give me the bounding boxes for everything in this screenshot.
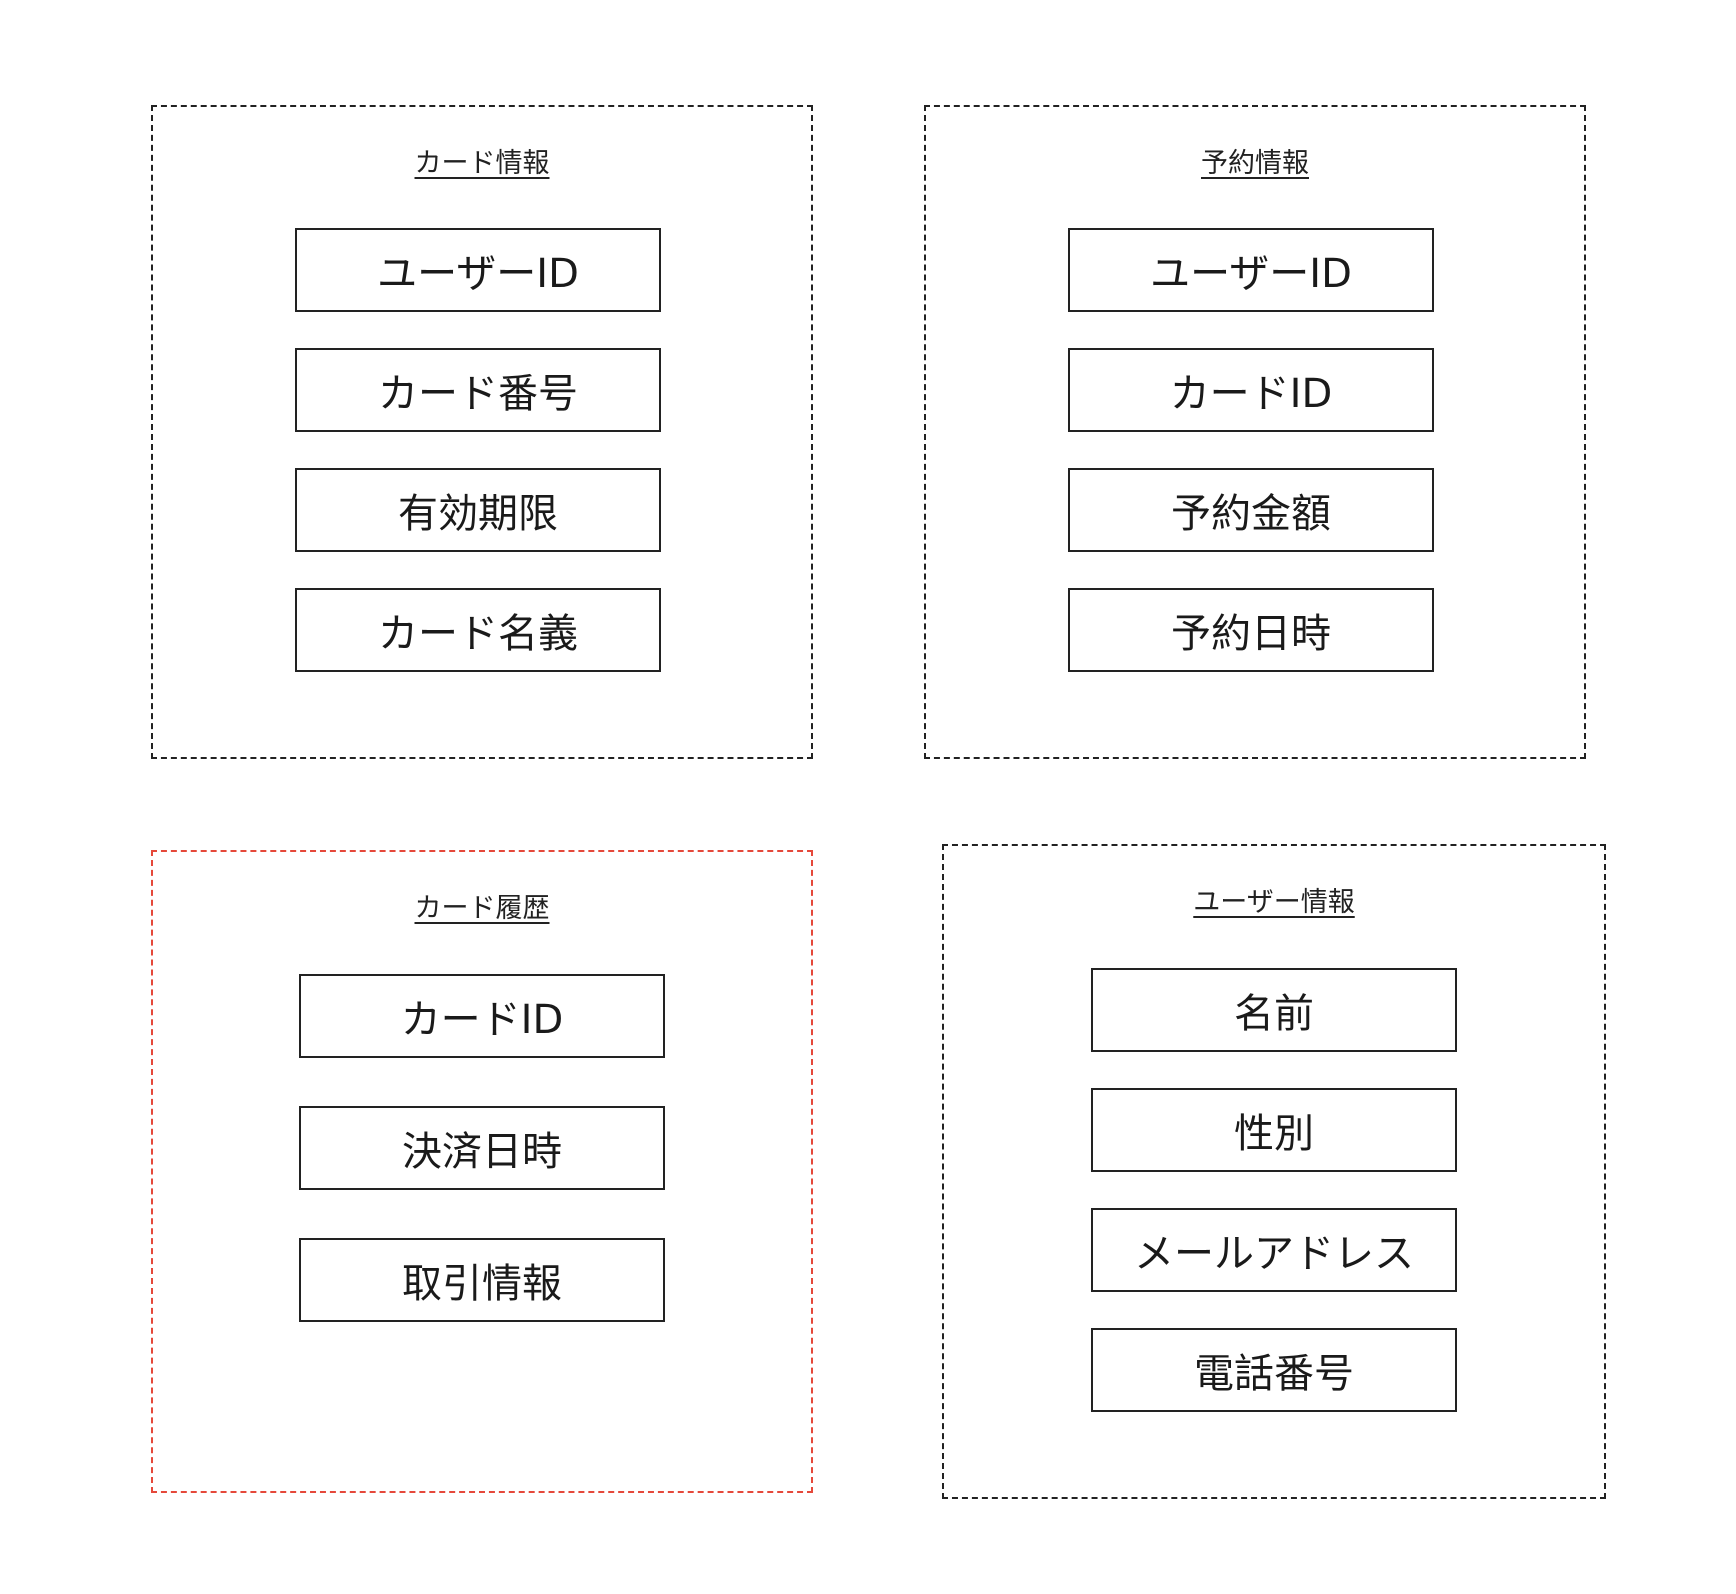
card-history-field-transaction-info: 取引情報 [299, 1238, 665, 1322]
reservation-info-field-amount: 予約金額 [1068, 468, 1434, 552]
user-info-field-name: 名前 [1091, 968, 1457, 1052]
user-info-field-gender: 性別 [1091, 1088, 1457, 1172]
reservation-info-group: 予約情報 ユーザーID カードID 予約金額 予約日時 [924, 105, 1586, 759]
card-history-title: カード履歴 [414, 893, 550, 924]
card-info-field-user-id: ユーザーID [295, 228, 661, 312]
card-info-group: カード情報 ユーザーID カード番号 有効期限 カード名義 [151, 105, 813, 759]
reservation-info-title: 予約情報 [1201, 148, 1309, 179]
reservation-info-field-card-id: カードID [1068, 348, 1434, 432]
card-history-field-card-id: カードID [299, 974, 665, 1058]
card-info-field-holder-name: カード名義 [295, 588, 661, 672]
card-info-title: カード情報 [414, 148, 550, 179]
user-info-field-email: メールアドレス [1091, 1208, 1457, 1292]
card-info-field-card-number: カード番号 [295, 348, 661, 432]
card-history-group: カード履歴 カードID 決済日時 取引情報 [151, 850, 813, 1493]
reservation-info-field-user-id: ユーザーID [1068, 228, 1434, 312]
user-info-group: ユーザー情報 名前 性別 メールアドレス 電話番号 [942, 844, 1606, 1499]
card-info-field-expiry: 有効期限 [295, 468, 661, 552]
user-info-title: ユーザー情報 [1193, 887, 1355, 918]
user-info-field-phone: 電話番号 [1091, 1328, 1457, 1412]
reservation-info-field-datetime: 予約日時 [1068, 588, 1434, 672]
card-history-field-payment-datetime: 決済日時 [299, 1106, 665, 1190]
